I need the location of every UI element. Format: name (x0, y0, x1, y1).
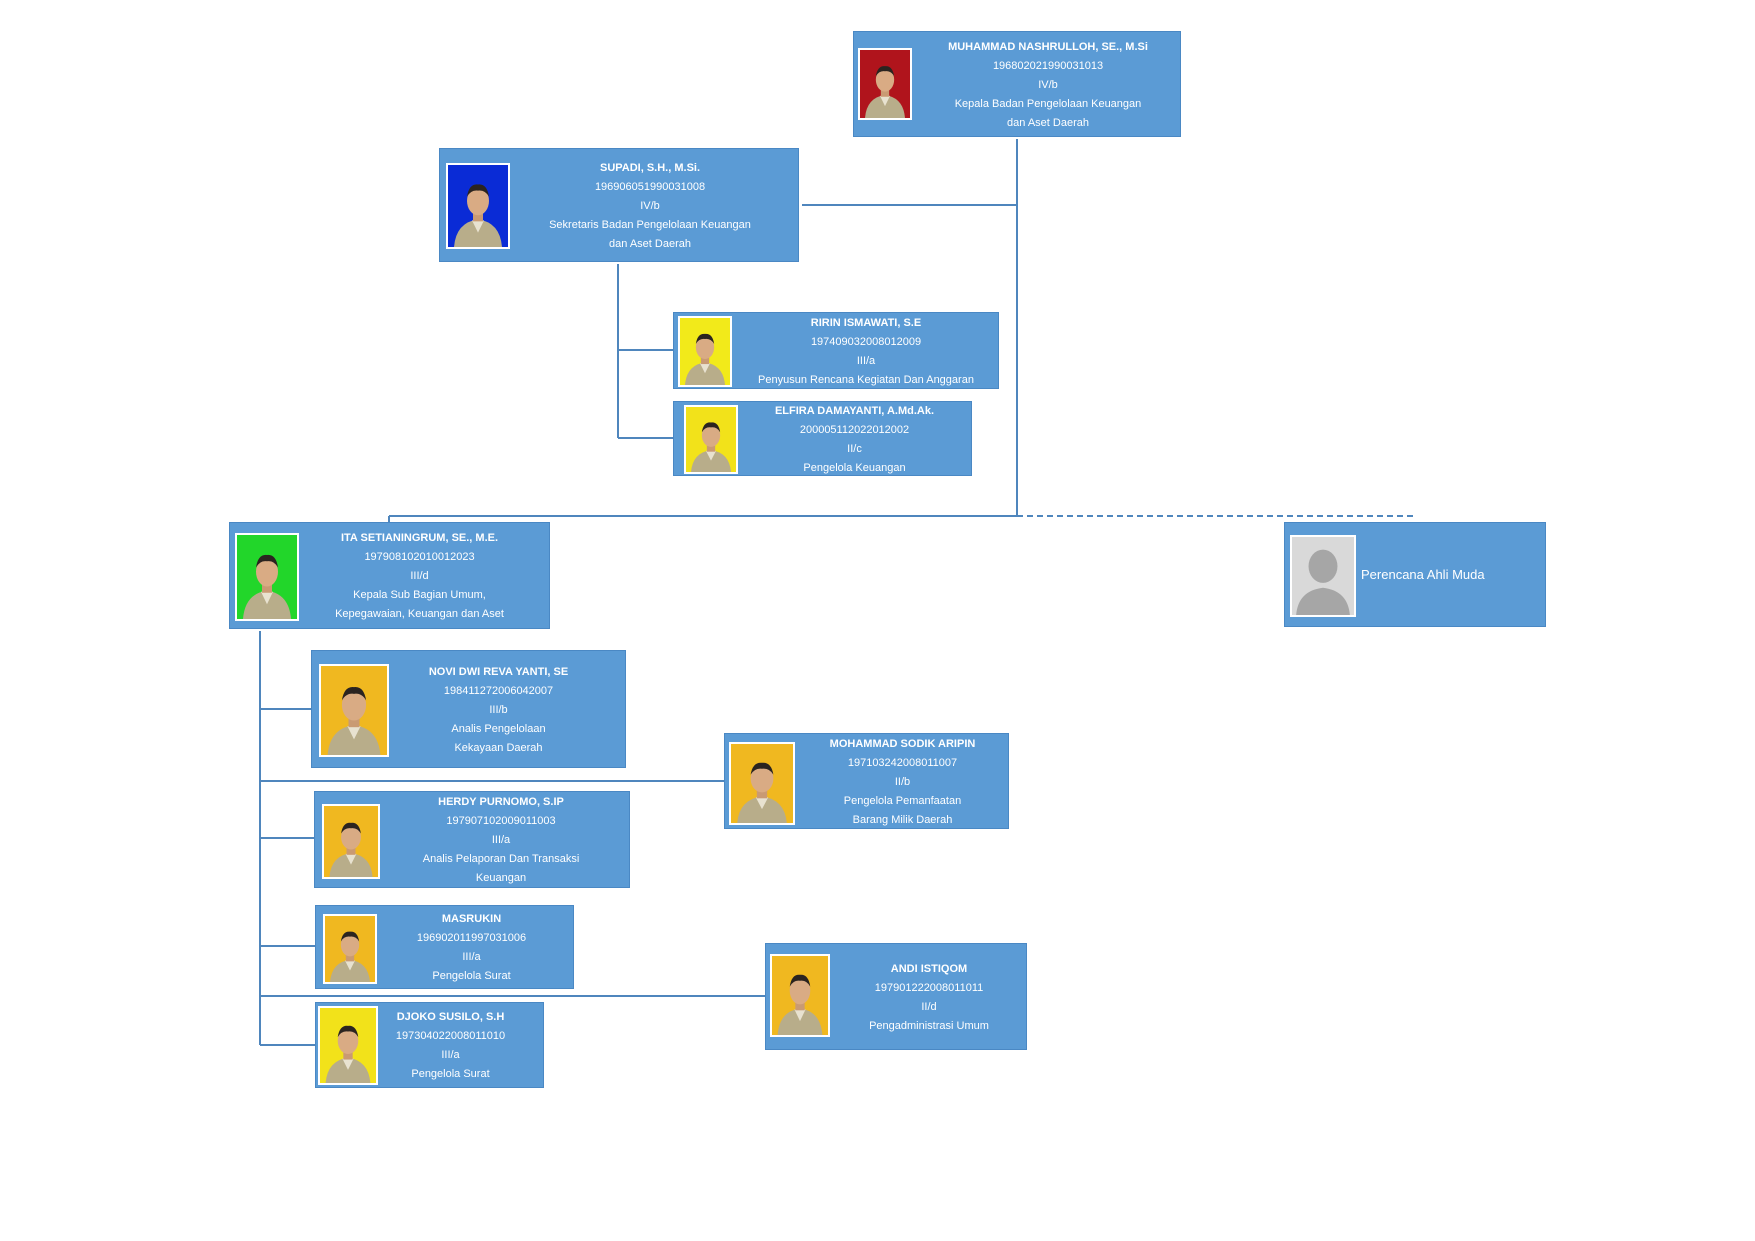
card-novi: NOVI DWI REVA YANTI, SE 1984112720060420… (311, 650, 626, 768)
person-name: DJOKO SUSILO, S.H (396, 1011, 505, 1023)
vacant-position-label: Perencana Ahli Muda (1361, 567, 1485, 582)
person-name: ITA SETIANINGRUM, SE., M.E. (340, 532, 499, 544)
person-info: RIRIN ISMAWATI, S.E 197409032008012009 I… (734, 317, 998, 386)
person-grade: IV/b (1038, 78, 1058, 91)
card-masrukin: MASRUKIN 196902011997031006 III/a Pengel… (315, 905, 574, 989)
person-grade: III/a (491, 834, 511, 846)
person-photo (318, 1006, 378, 1085)
person-photo (1290, 535, 1356, 617)
person-grade: III/a (441, 1049, 460, 1061)
portrait-image (860, 50, 910, 118)
person-nip: 198411272006042007 (443, 684, 554, 697)
person-photo (729, 742, 795, 825)
portrait-image (321, 666, 387, 755)
person-nip: 200005112022012002 (799, 423, 910, 436)
portrait-image (448, 165, 508, 247)
person-info: MASRUKIN 196902011997031006 III/a Pengel… (380, 910, 563, 986)
person-name: MOHAMMAD SODIK ARIPIN (829, 737, 976, 750)
person-title-cont: dan Aset Daerah (1007, 116, 1089, 129)
person-grade: III/a (462, 951, 481, 963)
person-nip: 197103242008011007 (847, 756, 958, 769)
card-vacant: Perencana Ahli Muda (1284, 522, 1546, 627)
person-photo (770, 954, 830, 1037)
portrait-image (772, 956, 828, 1035)
person-silhouette-icon (1292, 537, 1354, 615)
card-djoko: DJOKO SUSILO, S.H 197304022008011010 III… (315, 1002, 544, 1088)
card-head: MUHAMMAD NASHRULLOH, SE., M.Si 196802021… (853, 31, 1181, 137)
portrait-image (237, 535, 297, 619)
person-title: Kepala Sub Bagian Umum, (353, 589, 486, 601)
person-photo (858, 48, 912, 120)
person-title: Sekretaris Badan Pengelolaan Keuangan (549, 218, 751, 231)
person-info: DJOKO SUSILO, S.H 197304022008011010 III… (378, 1007, 523, 1085)
portrait-image (686, 407, 736, 472)
person-title: Analis Pelaporan Dan Transaksi (422, 853, 580, 865)
portrait-image (325, 916, 375, 982)
person-photo (678, 316, 732, 387)
person-photo (322, 804, 380, 879)
card-secretary: SUPADI, S.H., M.Si. 196906051990031008 I… (439, 148, 799, 262)
person-photo (319, 664, 389, 757)
person-nip: 197901222008011011 (874, 981, 984, 994)
person-title: Pengelola Pemanfaatan (843, 794, 962, 807)
person-title: Pengelola Surat (432, 970, 511, 982)
card-elfira: ELFIRA DAMAYANTI, A.Md.Ak. 2000051120220… (673, 401, 972, 476)
person-title: Pengelola Keuangan (803, 461, 906, 474)
person-info: MOHAMMAD SODIK ARIPIN 197103242008011007… (797, 738, 1008, 826)
person-name: HERDY PURNOMO, S.IP (438, 796, 564, 808)
person-nip: 196906051990031008 (594, 180, 706, 193)
person-title: Analis Pengelolaan (451, 722, 546, 735)
person-grade: II/c (847, 442, 862, 455)
person-nip: 196902011997031006 (416, 932, 527, 944)
person-title: Pengelola Surat (411, 1068, 490, 1080)
card-andi: ANDI ISTIQOM 197901222008011011 II/d Pen… (765, 943, 1027, 1050)
person-info: HERDY PURNOMO, S.IP 197907102009011003 I… (383, 796, 619, 885)
person-title: Kepala Badan Pengelolaan Keuangan (954, 97, 1142, 110)
person-photo (323, 914, 377, 984)
person-title: Penyusun Rencana Kegiatan Dan Anggaran (758, 373, 974, 386)
person-info: ELFIRA DAMAYANTI, A.Md.Ak. 2000051120220… (742, 405, 967, 474)
person-title: Pengadministrasi Umum (869, 1019, 989, 1032)
portrait-image (320, 1008, 376, 1083)
card-ita: ITA SETIANINGRUM, SE., M.E. 197908102010… (229, 522, 550, 629)
person-title-cont: Kekayaan Daerah (454, 741, 543, 754)
card-herdy: HERDY PURNOMO, S.IP 197907102009011003 I… (314, 791, 630, 888)
person-grade: IV/b (640, 199, 660, 212)
person-nip: 197304022008011010 (395, 1030, 506, 1042)
person-grade: II/b (894, 775, 911, 788)
person-grade: II/d (921, 1000, 937, 1013)
person-nip: 197409032008012009 (810, 335, 922, 348)
person-photo (684, 405, 738, 474)
person-name: ANDI ISTIQOM (890, 962, 968, 975)
person-nip: 197907102009011003 (446, 815, 556, 827)
person-nip: 196802021990031013 (992, 59, 1104, 72)
person-info: MUHAMMAD NASHRULLOH, SE., M.Si 196802021… (916, 36, 1180, 134)
person-title-cont: Kepegawaian, Keuangan dan Aset (335, 608, 504, 620)
person-info: ANDI ISTIQOM 197901222008011011 II/d Pen… (832, 948, 1026, 1047)
person-grade: III/d (410, 570, 429, 582)
person-name: RIRIN ISMAWATI, S.E (810, 316, 922, 329)
person-photo (446, 163, 510, 249)
person-info: SUPADI, S.H., M.Si. 196906051990031008 I… (512, 153, 788, 259)
person-name: ELFIRA DAMAYANTI, A.Md.Ak. (774, 404, 935, 417)
person-name: MUHAMMAD NASHRULLOH, SE., M.Si (948, 40, 1148, 53)
person-title-cont: dan Aset Daerah (609, 237, 691, 250)
person-info: NOVI DWI REVA YANTI, SE 1984112720060420… (392, 655, 605, 765)
person-name: MASRUKIN (441, 913, 502, 925)
card-sodik: MOHAMMAD SODIK ARIPIN 197103242008011007… (724, 733, 1009, 829)
person-nip: 197908102010012023 (364, 551, 475, 563)
person-name: SUPADI, S.H., M.Si. (599, 161, 701, 174)
portrait-image (731, 744, 793, 823)
portrait-image (680, 318, 730, 385)
person-grade: III/b (489, 703, 508, 716)
person-info: ITA SETIANINGRUM, SE., M.E. 197908102010… (300, 527, 539, 626)
person-photo (235, 533, 299, 621)
person-title-cont: Barang Milik Daerah (852, 813, 953, 826)
person-name: NOVI DWI REVA YANTI, SE (428, 665, 569, 678)
person-title-cont: Keuangan (475, 872, 527, 884)
card-ririn: RIRIN ISMAWATI, S.E 197409032008012009 I… (673, 312, 999, 389)
portrait-image (324, 806, 378, 877)
person-grade: III/a (856, 354, 876, 367)
